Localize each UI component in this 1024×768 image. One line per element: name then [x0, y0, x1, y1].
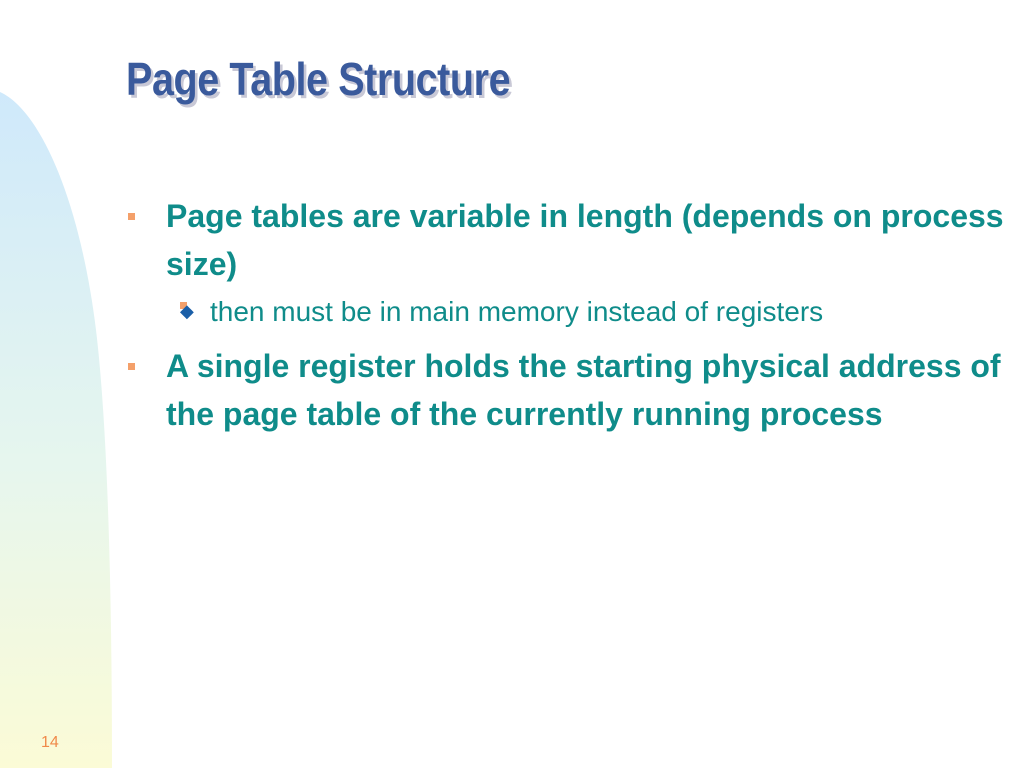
page-number: 14	[41, 734, 59, 751]
sub-bullet-list: ◆ then must be in main memory instead of…	[166, 292, 1006, 332]
square-bullet-icon	[128, 213, 135, 220]
bullet-text: Page tables are variable in length (depe…	[166, 198, 1004, 282]
slide-title: Page Table Structure	[126, 53, 511, 105]
square-bullet-icon	[128, 363, 135, 370]
bullet-item: Page tables are variable in length (depe…	[126, 192, 1006, 332]
sub-bullet-item: ◆ then must be in main memory instead of…	[166, 292, 1006, 332]
sub-bullet-text: then must be in main memory instead of r…	[210, 296, 824, 327]
bullet-item: A single register holds the starting phy…	[126, 342, 1006, 438]
bullet-list: Page tables are variable in length (depe…	[126, 192, 1006, 446]
diamond-bullet-icon: ◆	[180, 301, 194, 321]
bullet-text: A single register holds the starting phy…	[166, 348, 1001, 432]
